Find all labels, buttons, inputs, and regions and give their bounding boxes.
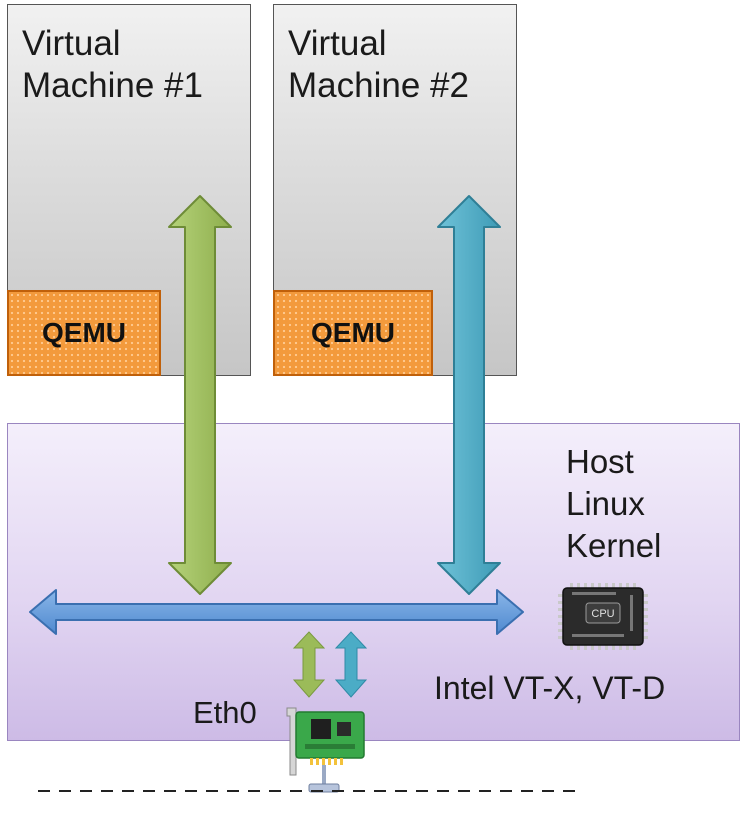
vm1-title-line1: Virtual xyxy=(22,24,121,63)
vm2-teal-double-arrow xyxy=(437,195,501,595)
cpu-chip-label: CPU xyxy=(591,608,614,620)
network-card-icon xyxy=(286,707,365,793)
host-bus-double-arrow xyxy=(29,589,524,635)
vm1-title: Virtual Machine #1 xyxy=(22,23,203,107)
vm2-qemu-box: QEMU xyxy=(273,290,433,376)
host-label-line1: Host xyxy=(566,443,634,480)
nic-teal-small-arrow xyxy=(334,631,368,698)
vm1-title-line2: Machine #1 xyxy=(22,66,203,105)
eth0-label: Eth0 xyxy=(193,695,257,730)
nic-green-small-arrow xyxy=(292,631,326,698)
host-kernel-label: Host Linux Kernel xyxy=(566,441,716,567)
vm2-title-line1: Virtual xyxy=(288,24,387,63)
vm1-green-double-arrow xyxy=(168,195,232,595)
cpu-chip-icon: CPU xyxy=(558,583,648,650)
intel-vt-label: Intel VT-X, VT-D xyxy=(434,670,666,706)
host-label-line2: Linux xyxy=(566,485,645,522)
host-kernel-box xyxy=(7,423,740,741)
host-label-line3: Kernel xyxy=(566,527,662,564)
vm2-title-line2: Machine #2 xyxy=(288,66,469,105)
vm2-title: Virtual Machine #2 xyxy=(288,23,469,107)
vm1-qemu-box: QEMU xyxy=(7,290,161,376)
